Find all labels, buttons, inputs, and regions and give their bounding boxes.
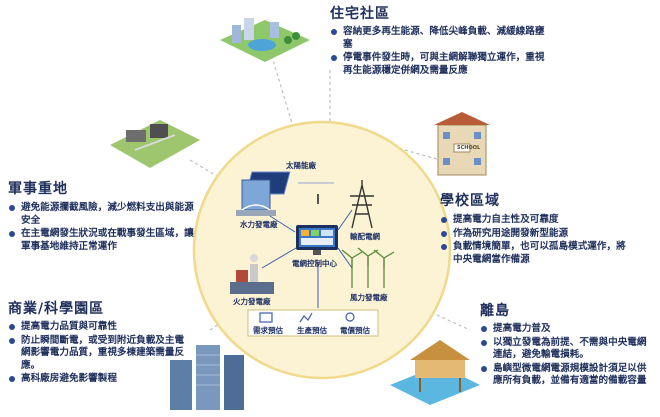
residential-bullet: 停電事件發生時，可與主網解聯獨立運作，重視再生能源穩定併網及需量反應 (330, 52, 550, 77)
school-illustration (434, 112, 490, 176)
bullet-dot (481, 365, 487, 372)
bullet-dot (441, 217, 447, 223)
military-illustration (110, 120, 200, 168)
bullet-dot (9, 231, 15, 237)
school-sign: SCHOOL (457, 145, 481, 151)
island-illustration (390, 340, 480, 405)
transmission-tower-icon (350, 180, 374, 229)
wind-farm-label: 風力發電廠 (350, 293, 388, 302)
bullet-dot (331, 29, 337, 35)
commercial-title: 商業/科學園區 (8, 301, 105, 317)
demand-forecast-label: 需求預估 (253, 326, 283, 335)
island-bullet: 以獨立發電為前提、不需與中央電網連結，避免輸電損耗。 (480, 337, 655, 362)
residential-bullet: 容納更多再生能源、降低尖峰負載、減緩線路壅塞 (330, 26, 550, 51)
commercial-bullet: 提高電力品質與可靠性 (8, 321, 193, 334)
thermal-plant-icon (230, 254, 274, 294)
military-bullet: 在主電網發生狀況或在戰事發生區域，讓軍事基地維持正常運作 (8, 228, 198, 253)
school-bullet: 提高電力自主性及可靠度 (440, 214, 630, 227)
hydro-plant-label: 水力發電廠 (240, 220, 278, 229)
region-residential: 住宅社區 容納更多再生能源、降低尖峰負載、減緩線路壅塞 停電事件發生時，可與主網… (330, 3, 550, 78)
military-bullet: 避免能源攔截風險，減少燃料支出與能源安全 (8, 202, 198, 227)
island-bullet: 提高電力普及 (480, 323, 655, 336)
bullet-dot (331, 55, 337, 61)
region-military: 軍事重地 避免能源攔截風險，減少燃料支出與能源安全 在主電網發生狀況或在戰事發生… (8, 178, 198, 254)
residential-illustration (220, 18, 310, 62)
production-forecast-label: 生產預估 (297, 326, 327, 335)
island-title: 離島 (480, 303, 510, 319)
bullet-dot (441, 244, 447, 250)
price-forecast-label: 電價預估 (340, 326, 370, 335)
school-title: 學校區域 (440, 193, 500, 209)
control-center-icon (296, 225, 338, 255)
bullet-dot (441, 230, 447, 237)
hydro-plant-icon (236, 179, 276, 216)
bullet-dot (9, 205, 15, 211)
bullet-dot (9, 324, 15, 330)
connector-island (414, 304, 471, 331)
school-bullet: 負載情境簡單，也可以孤島模式運作，將中央電網當作備源 (440, 241, 630, 266)
wind-farm-icon (341, 247, 395, 288)
connector-school (404, 149, 441, 161)
region-commercial: 商業/科學園區 提高電力品質與可靠性 防止瞬間斷電，或受到附近負載及主電網影響電… (8, 298, 193, 387)
military-title: 軍事重地 (8, 181, 68, 197)
region-island: 離島 提高電力普及 以獨立發電為前提、不需與中央電網連結，避免輸電損耗。 島嶼型… (480, 300, 655, 389)
bullet-dot (9, 376, 15, 382)
region-school: 學校區域 提高電力自主性及可靠度 作為研究用途開發新型能源 負載情境簡單，也可以… (440, 190, 630, 267)
control-center-label: 電網控制中心 (292, 259, 337, 268)
bullet-dot (481, 339, 487, 346)
school-bullet: 作為研究用途開發新型能源 (440, 228, 630, 241)
island-bullet: 島嶼型微電網電源規模設計須足以供應所有負載，並備有適當的備載容量 (480, 363, 655, 388)
commercial-bullet: 高科廠房避免影響製程 (8, 373, 193, 386)
forecast-icons (259, 312, 355, 323)
thermal-plant-label: 火力發電廠 (233, 297, 271, 306)
transmission-label: 輸配電網 (350, 232, 380, 241)
residential-title: 住宅社區 (330, 6, 390, 22)
bullet-dot (9, 337, 15, 344)
commercial-bullet: 防止瞬間斷電，或受到附近負載及主電網影響電力品質，重視多棟建築需量反應。 (8, 335, 193, 373)
bullet-dot (481, 326, 487, 332)
forecast-panel (247, 309, 379, 337)
commercial-illustration (170, 345, 244, 410)
solar-plant-label: 太陽能廠 (286, 161, 316, 170)
